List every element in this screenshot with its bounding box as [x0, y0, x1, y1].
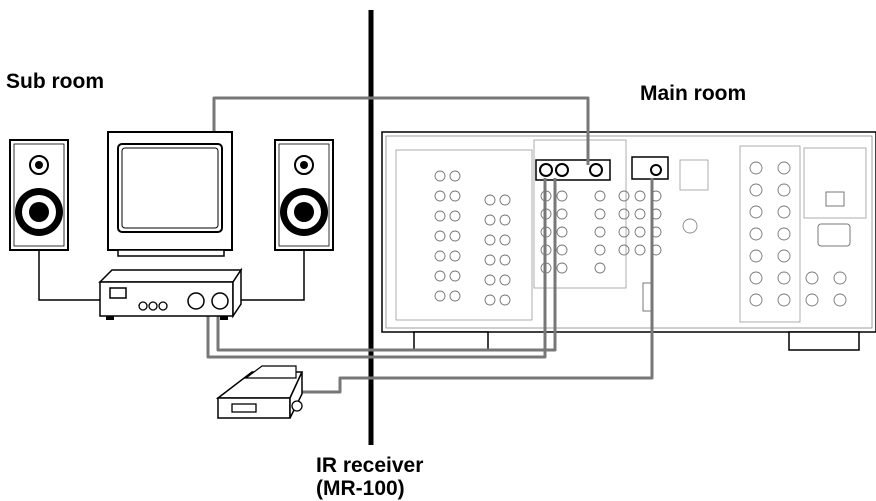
ir-receiver-model-label: (MR-100) — [316, 477, 405, 500]
amp-knob-icon — [211, 292, 229, 310]
remote-jack-block — [631, 156, 669, 180]
cables — [206, 96, 654, 394]
left-speaker — [9, 139, 69, 251]
speaker-terminals — [749, 161, 847, 307]
speaker-wires — [38, 250, 305, 301]
ir-window-icon — [231, 403, 257, 413]
jack-grid-left — [434, 170, 511, 306]
main-room-label: Main room — [640, 82, 747, 105]
ir-remote-cable — [300, 178, 654, 394]
av-receiver-rear-panel — [381, 131, 876, 351]
receiver-left-foot — [413, 331, 489, 351]
ir-receiver-label: IR receiver — [316, 454, 424, 477]
sub-room-label: Sub room — [6, 70, 104, 93]
sub-room-amplifier — [98, 267, 243, 320]
video-cable — [212, 96, 590, 165]
jack-grid-middle — [540, 190, 606, 274]
receiver-right-foot — [788, 331, 860, 351]
sub-room-tv — [107, 131, 233, 257]
ac-inlet-icon — [817, 223, 851, 247]
multi-room-out-jacks — [539, 163, 603, 177]
ac-outlet-icon — [825, 191, 845, 207]
ir-receiver-device — [215, 365, 304, 419]
audio-cable-left — [206, 178, 547, 359]
amp-knob-icon — [187, 292, 205, 310]
audio-cable-right — [216, 178, 557, 352]
right-speaker — [274, 139, 334, 251]
amp-display-icon — [109, 287, 127, 299]
